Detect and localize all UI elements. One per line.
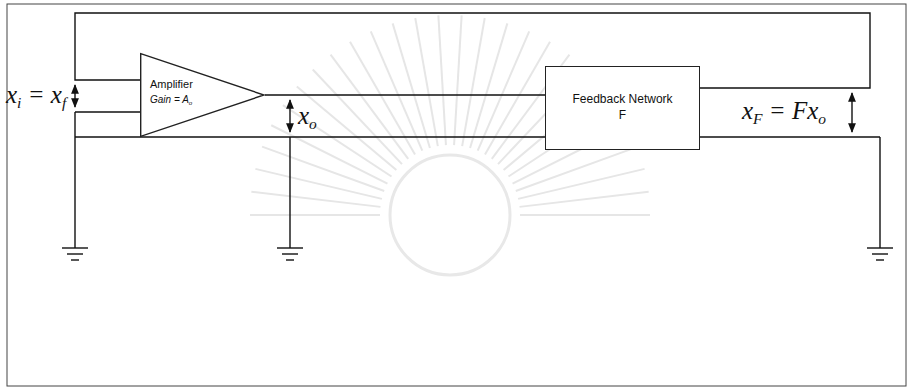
input-signal-label: xi = xf: [6, 80, 66, 113]
node-subtext: F: [619, 108, 626, 124]
output-signal-label: xo: [298, 101, 317, 134]
signal-wire: [265, 94, 545, 95]
feedback-signal-label: xF = Fxo: [742, 96, 826, 129]
node-title: Amplifier: [150, 77, 193, 91]
feedback-box: Feedback NetworkF: [545, 66, 700, 150]
node-title: Feedback Network: [572, 92, 672, 108]
amplifier-triangle: AmplifierGain = Ao: [140, 53, 265, 137]
node-subtext: Gain = Ao: [150, 93, 192, 107]
